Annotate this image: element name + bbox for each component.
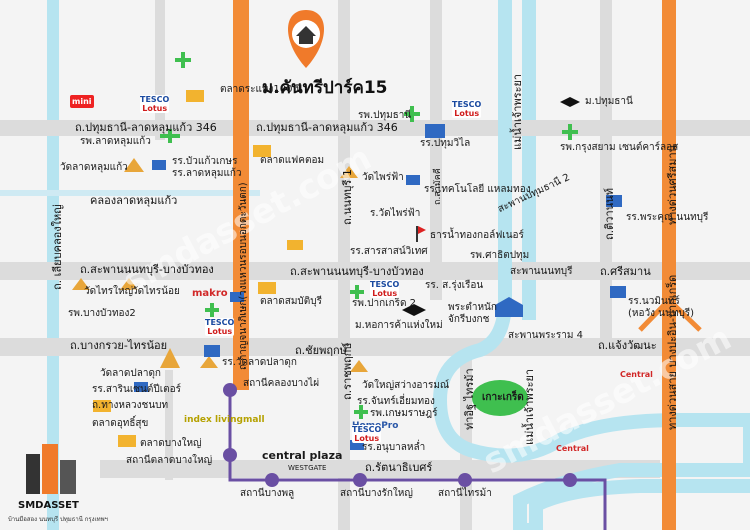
place-index: index livingmall [184,415,265,425]
road-pathum-w: ถ.ปทุมธานี-ลาดหลุมแก้ว 346 [75,121,217,134]
road-tiwanon: ถ.ติวานนท์ [603,188,616,240]
road-tha-it: ท่าอิฐ ไทรม้า [463,368,476,430]
mini-badge: mini [70,95,94,108]
golf-icon [416,226,426,242]
place-market-bangyai: ตลาดบางใหญ่ [140,438,202,449]
place-rp-bangbua2: รพ.บางบัวทอง2 [68,308,136,319]
place-rr-chan: รร.จันทร์เอี่ยมทอง [357,396,435,407]
place-makro: makro [192,288,228,299]
place-rp-krungsiam: รพ.กรุงสยาม เซนต์คาร์ลอส [560,142,679,153]
road-nonthaburi-1: ถ.นนทบุรี 1 [341,169,354,225]
road-chaiyaphruek: ถ.ชัยพฤกษ์ [295,344,347,357]
place-wat-praifa: วัดไพร่ฟ้า [362,172,404,183]
river-label-north: แม่น้ำเจ้าพระยา [511,73,524,150]
road-saphan-w: ถ.สะพานนนทบุรี-บางบัวทอง [80,263,214,276]
station-khlongbangphai: สถานีคลองบางไผ่ [243,378,320,389]
place-wat-saiyai2: วัดใหญ่สว่างอารมณ์ [362,380,450,391]
place-rr-wat-praifa: ร.วัดไพร่ฟ้า [370,208,421,219]
road-phet: ถ.ราชพฤกษ์ [341,342,354,400]
canal-lat-lumkaew [0,190,260,196]
bridge-rama4: สะพานพระราม 4 [508,330,583,341]
place-palace: พระตำหนัก จักรีบงกช [448,302,497,325]
hospital-icons [160,52,578,419]
place-rr-sarin: รร.สารินเซนต์ปีเตอร์ [92,384,182,395]
station-saima: สถานีไทรม้า [438,488,492,499]
place-rr-anuban: รร.อนุบาลหล่ำ [362,442,426,453]
location-pin-icon[interactable] [288,10,324,68]
place-central2: WESTGATE [288,464,327,472]
place-rr-nawamin: รร.นวมินทร์ (หอวัง นนทบุรี) [628,296,695,319]
road-rattanathibet: ถ.รัตนาธิเบศร์ [365,461,433,474]
road-pathum-e: ถ.ปทุมธานี-ลาดหลุมแก้ว 346 [256,121,398,134]
river-chao-phraya [432,0,750,530]
place-market-latpladuk: วัดลาดปลาดุก [100,368,161,379]
rail-stations [223,383,577,487]
place-rr-rungruan: รร. ส.รุ่งเรือน [425,280,484,291]
station-bangyai: สถานีตลาดบางใหญ่ [126,455,213,466]
road-kanchanaphisek: ถ.กาญจนาภิเษก(วงแหวนรอบนอกตะวันตก) [238,182,249,370]
place-university: ม.หอการค้าแห่งใหม่ [355,320,443,331]
road-khlong: คลองลาดหลุมแก้ว [90,194,178,207]
place-wat-latlumkaew: วัดลาดหลุมแก้ว [60,162,128,173]
central-badge-1: Central [620,370,653,379]
logo-tagline: บ้านมือสอง นนทบุรี ปทุมธานี กรุงเทพฯ [8,516,108,523]
place-rp-kasemrat: รพ.เกษมราษฎร์ [370,408,438,419]
smdasset-logo: SMDASSET บ้านมือสอง นนทบุรี ปทุมธานี กรุ… [8,440,108,525]
expressway-east [662,0,676,530]
place-rr-buakaew: รร.บัวแก้วเกษร [172,156,238,167]
place-rr-latpladuk: รร.วัดลาดปลาดุก [222,357,297,368]
place-rp-pakkret2: รพ.ปากเกร็ด 2 [352,298,417,309]
place-golf: ธารน้ำทองกอล์ฟเนอร์ [430,230,524,241]
place-m-pathum: ม.ปทุมธานี [585,96,633,107]
place-wat-sainoi: วัดไทรน้อย [132,286,180,297]
place-rp-sanphasit: รพ.ศาธิตปทุม [470,250,530,261]
logo-name: SMDASSET [18,500,79,511]
central-badge-2: Central [556,444,589,453]
expressway-junction [638,298,702,332]
station-bangplu: สถานีบางพลู [240,488,295,499]
place-road-bang: ถ.ทางหลวงชนบท [92,400,169,411]
place-market-nimit: ตลาดอุทธิ์สุข [92,418,149,429]
road-sriaman: ถ.ศรีสมาน [600,265,651,278]
ko-kret-label: เกาะเกร็ด [482,392,524,403]
place-rr-phrakhun: รร.พระคุณ นนทบุรี [626,212,709,223]
place-market-fair: ตลาดแฟคตอม [260,155,325,166]
place-rr-sarasas: รร.สารสาสน์วิเทศ [350,246,428,257]
place-market-sompong: ตลาดสมบัติบุรี [260,296,322,307]
river-label-south: แม่น้ำเจ้าพระยา [523,368,536,445]
place-market100: ตลาดระแหง100 ปี [220,84,303,95]
road-liap-khlong: ถ. เลียบคลองใหญ่ [51,204,64,290]
road-changwattana: ถ.แจ้งวัฒนะ [598,339,657,352]
palace-icon [495,297,523,317]
bridge-nonthaburi: สะพานนนทบุรี [510,266,573,277]
road-bangkruai: ถ.บางกรวย-ไทรน้อย [70,339,168,352]
station-bangrak: สถานีบางรักใหญ่ [340,488,413,499]
place-rr-latlumkaew: รร.ลาดหลุมแก้ว [172,168,242,179]
ko-kret-island [472,380,528,416]
place-wat-saiyai: วัดไทรใหญ่ [84,286,134,297]
university-icons [402,97,580,316]
place-rr-pathumwilai: รร.ปทุมวิไล [420,138,471,149]
temple-icons [72,158,368,372]
market-icons [93,90,303,447]
purple-line [228,390,607,530]
page-title: ม.คันทรีปาร์ค15 [262,78,388,98]
place-central: central plaza [262,449,343,462]
place-rr-tech: รร.เทคโนโลยี แหลมทอง [424,184,531,195]
place-rp-pathum: รพ.ปทุมธานี [358,110,412,121]
school-icons [134,124,626,450]
place-rp-latlumkaew: รพ.ลาดหลุมแก้ว [80,136,151,147]
road-saphan-e: ถ.สะพานนนทบุรี-บางบัวทอง [290,265,424,278]
canal-north [522,0,536,320]
